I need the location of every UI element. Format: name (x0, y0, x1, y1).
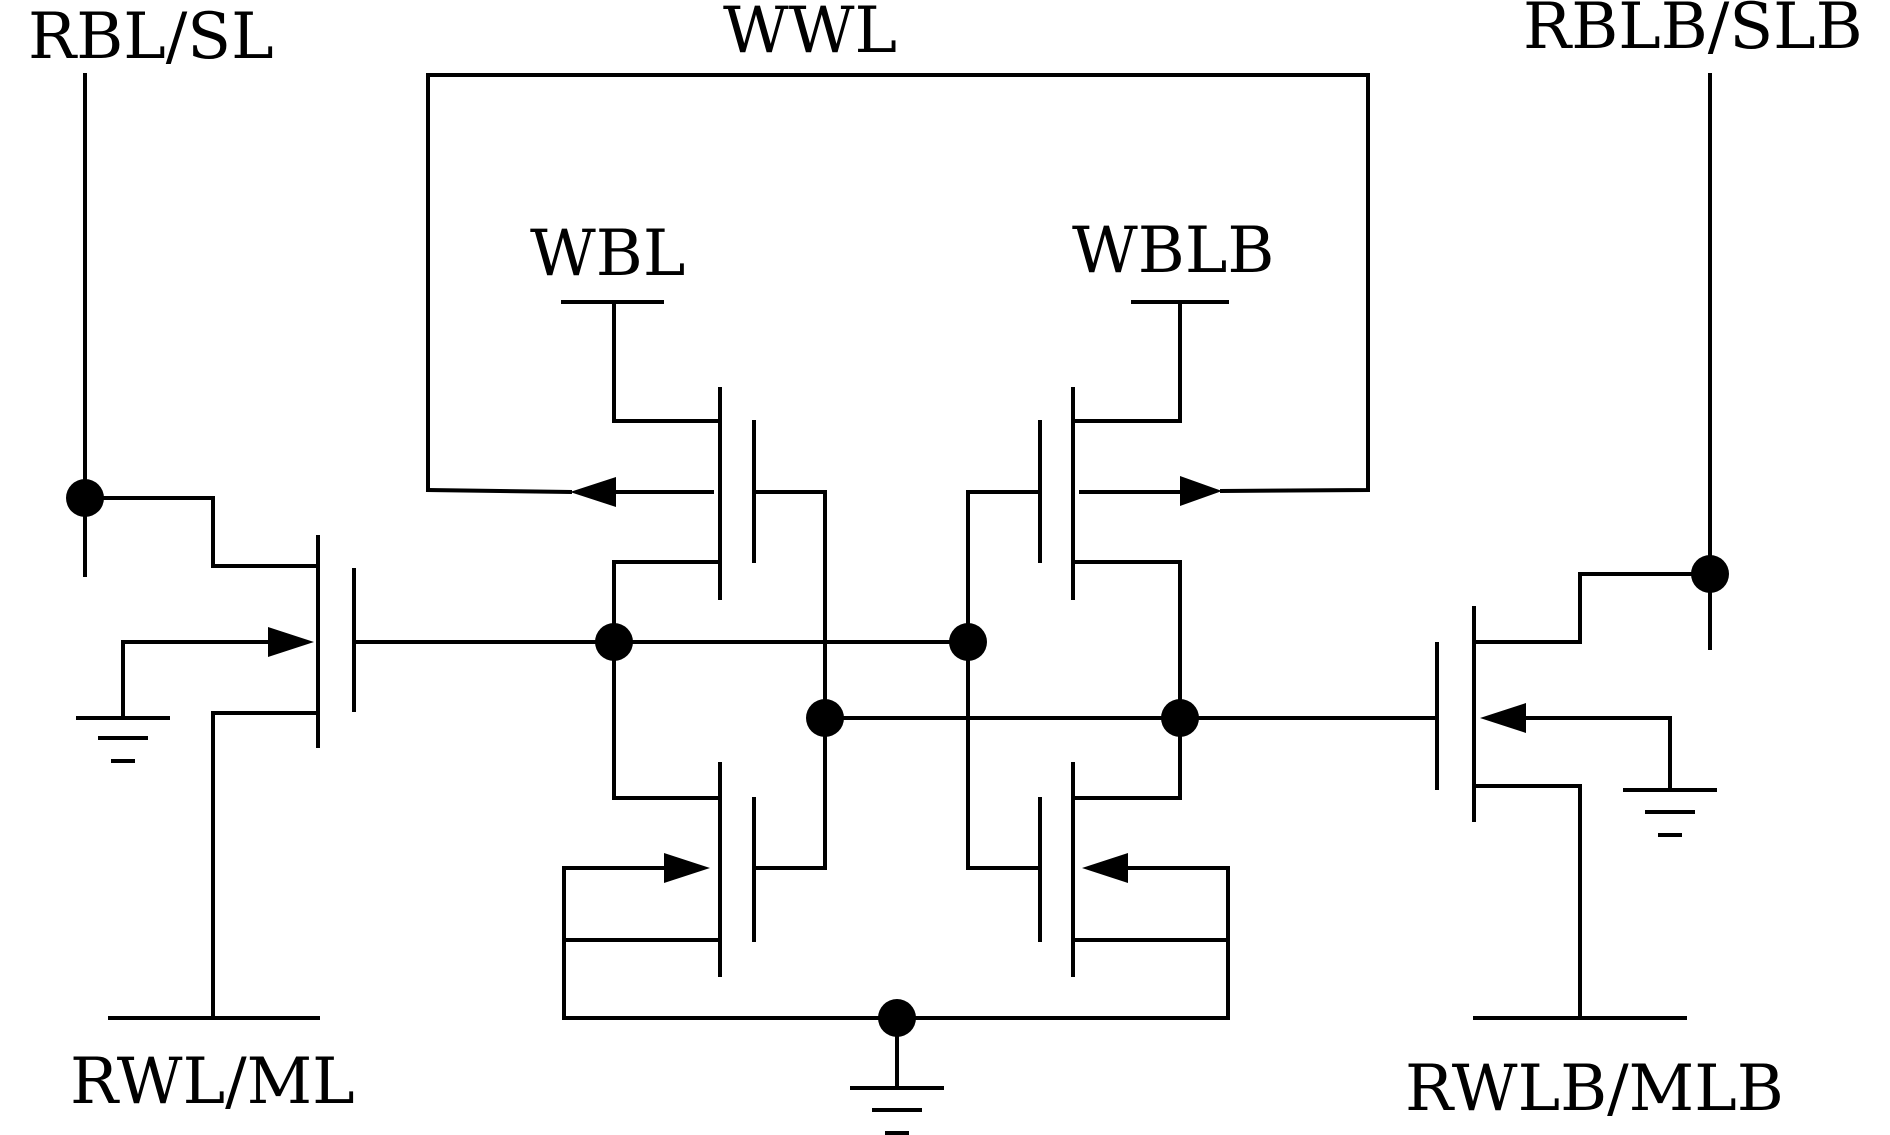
junction-ground-dot (878, 999, 916, 1037)
left-pulldown-arrow (664, 853, 710, 883)
label-rwlb-mlb: RWLB/MLB (1405, 1052, 1784, 1126)
junction-rblb-dot (1691, 555, 1729, 593)
wwl-wire (426, 73, 1370, 494)
label-wwl: WWL (723, 0, 897, 68)
label-rwl-ml: RWL/ML (70, 1045, 355, 1119)
label-wblb: WBLB (1072, 214, 1274, 288)
label-wbl: WBL (530, 217, 685, 291)
wbl-access-arrow (570, 477, 616, 507)
junction-q-left-dot (595, 623, 633, 661)
wbl-access-transistor (561, 300, 827, 720)
junction-rbl-dot (66, 479, 104, 517)
right-pulldown-arrow (1082, 853, 1128, 883)
junction-q-right-dot (949, 623, 987, 661)
right-pulldown-transistor (966, 640, 1230, 1020)
right-read-arrow (1480, 703, 1526, 733)
wblb-access-arrow (1180, 476, 1222, 506)
ground-symbol-center (850, 1086, 944, 1135)
left-read-arrow (268, 627, 314, 657)
left-pulldown-transistor (562, 640, 827, 1020)
wblb-access-transistor (966, 300, 1229, 720)
ground-symbol-right (1623, 788, 1717, 837)
label-rblb-slb: RBLB/SLB (1523, 0, 1863, 64)
ground-symbol-left (76, 716, 170, 763)
junction-qb-right-dot (1161, 699, 1199, 737)
junction-qb-left-dot (806, 699, 844, 737)
right-read-transistor (1178, 73, 1712, 1020)
label-rbl-sl: RBL/SL (28, 0, 274, 74)
